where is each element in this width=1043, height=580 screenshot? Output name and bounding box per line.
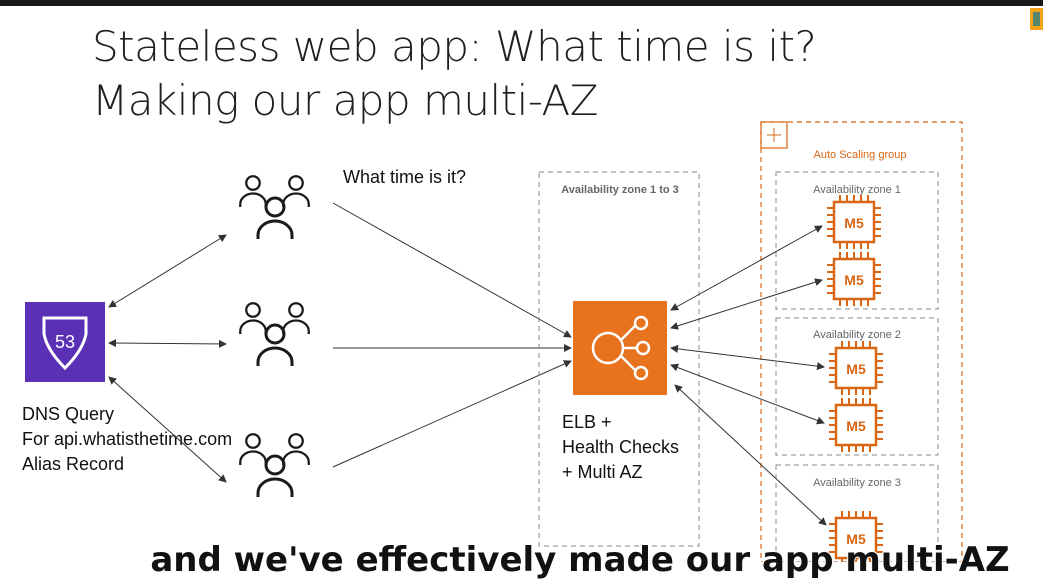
asg-box [760,121,963,562]
m5-instance-icon: M5 [827,396,885,454]
users-icon-middle [239,302,310,368]
elb-label-line2: Health Checks [562,437,679,457]
az2-box [775,317,939,456]
title-line-1: Stateless web app: What time is it? [92,22,817,71]
dns-label-line2: For api.whatisthetime.com [22,429,232,449]
az2-label: Availability zone 2 [813,329,901,341]
users-icon-bottom [239,433,310,499]
load-balancer-icon [591,315,651,381]
elb-label-line1: ELB + [562,412,612,432]
elb-zone-label: Availability zone 1 to 3 [561,184,679,196]
asg-label: Auto Scaling group [814,149,907,161]
auto-scaling-icon [760,121,788,149]
corner-logo-icon [1030,8,1043,30]
m5-label: M5 [844,272,864,288]
m5-instance-icon: M5 [827,509,885,562]
dns-label-line3: Alias Record [22,454,124,474]
request-arrows [332,202,572,468]
users-icon-top [239,175,310,241]
m5-instance-icon: M5 [825,193,883,251]
architecture-diagram: 53 DNS Query For api.whatisthetime.com A… [22,121,963,562]
m5-label: M5 [846,361,866,377]
title-line-2: Making our app multi-AZ [92,76,599,125]
az1-label: Availability zone 1 [813,184,901,196]
route53-badge: 53 [55,332,75,352]
m5-label: M5 [844,215,864,231]
m5-label: M5 [846,418,866,434]
top-bar [0,0,1043,6]
m5-instance-icon: M5 [827,339,885,397]
elb-box [573,301,667,395]
dns-arrows [108,234,227,483]
elb-label-line3: + Multi AZ [562,462,643,482]
slide-title: Stateless web app: What time is it? Maki… [92,20,817,128]
dns-label-line1: DNS Query [22,404,114,424]
backend-arrows [670,225,827,526]
shield-icon [42,316,88,371]
route53-icon: 53 [25,302,105,382]
elb-icon [573,301,667,395]
question-label: What time is it? [343,167,466,187]
az1-box [775,171,939,310]
m5-instance-icon: M5 [825,250,883,308]
video-subtitle: and we've effectively made our app multi… [149,539,1010,580]
m5-label: M5 [846,531,866,547]
az3-label: Availability zone 3 [813,477,901,489]
